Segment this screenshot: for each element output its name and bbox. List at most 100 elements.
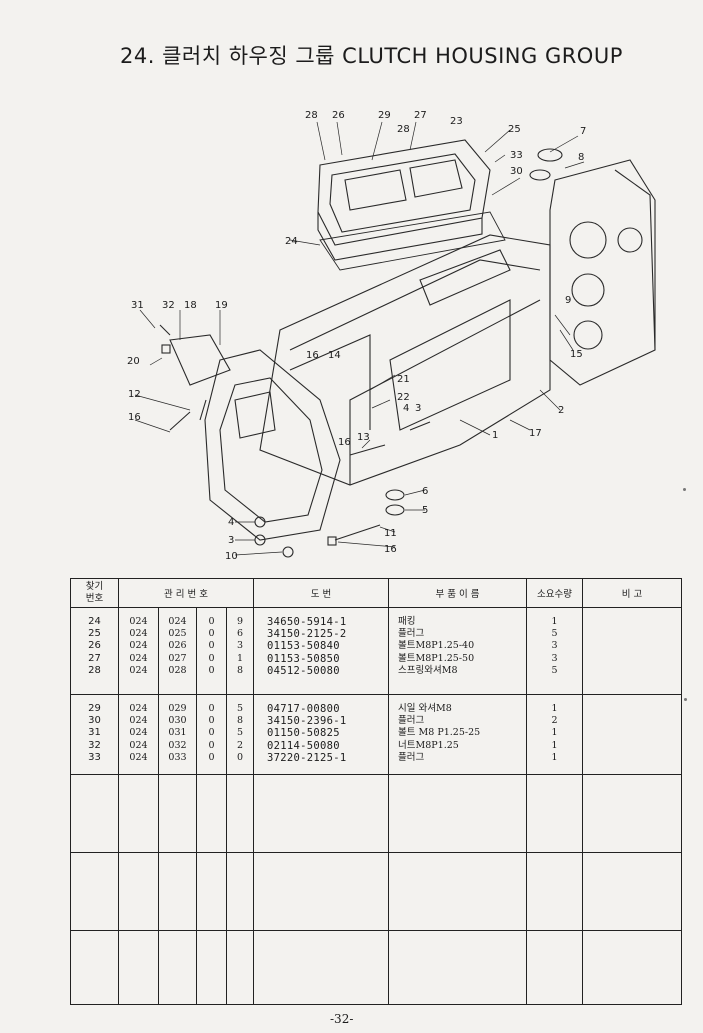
mgmt4-cell: 5 bbox=[236, 727, 244, 739]
rear-plate-drawing bbox=[549, 159, 656, 386]
callout-14: 14 bbox=[328, 350, 341, 361]
exploded-parts-diagram: 28 26 29 27 28 23 25 7 8 33 30 24 31 32 … bbox=[110, 100, 670, 570]
gasket-drawing bbox=[319, 211, 506, 271]
mgmt2-cell: 025 bbox=[168, 628, 187, 640]
callout-11: 11 bbox=[384, 528, 397, 539]
flange-drawing bbox=[204, 349, 341, 541]
callout-15: 15 bbox=[570, 349, 583, 360]
mgmt3-cell: 0 bbox=[208, 715, 215, 727]
ref-cell: 25 bbox=[88, 628, 101, 640]
drawing-no-cell: 01150-50825 bbox=[267, 727, 340, 740]
mgmt4-cell: 6 bbox=[236, 628, 244, 640]
callout-22: 22 bbox=[397, 392, 410, 403]
part-name-cell: 시일 와셔M8 bbox=[398, 703, 452, 714]
remarks-cell bbox=[582, 607, 683, 695]
qty-cell: 5 bbox=[551, 664, 558, 676]
mgmt4-cell: 9 bbox=[236, 616, 244, 627]
table-row-group-2: 29 30 31 32 33 024 024 024 024 024 029 0… bbox=[70, 694, 683, 775]
remarks-cell bbox=[582, 694, 683, 775]
callout-17: 17 bbox=[529, 428, 542, 439]
drawing-no-cell: 34150-2396-1 bbox=[267, 715, 347, 728]
mgmt1-col: 024 024 024 024 024 bbox=[118, 694, 159, 775]
callout-18: 18 bbox=[184, 300, 197, 311]
callout-8: 8 bbox=[578, 152, 584, 163]
mgmt2-cell: 026 bbox=[168, 640, 187, 652]
mgmt1-cell: 024 bbox=[129, 652, 148, 664]
ref-col: 24 25 26 27 28 bbox=[70, 607, 119, 695]
mgmt4-cell: 0 bbox=[236, 751, 244, 763]
table-row-empty bbox=[70, 930, 683, 1005]
callout-20: 20 bbox=[127, 356, 140, 367]
name-col: 시일 와셔M8 플러그 볼트 M8 P1.25-25 너트M8P1.25 플러그 bbox=[388, 694, 528, 775]
callout-23: 23 bbox=[450, 116, 463, 127]
callout-16-b: 16 bbox=[128, 412, 141, 423]
scan-speck bbox=[684, 698, 687, 701]
qty-cell: 1 bbox=[551, 616, 558, 627]
ref-col: 29 30 31 32 33 bbox=[70, 694, 119, 775]
callout-7: 7 bbox=[580, 126, 586, 137]
ref-cell: 27 bbox=[88, 652, 101, 664]
header-part-name: 부 품 이 름 bbox=[388, 578, 528, 608]
drawing-no-cell: 01153-50840 bbox=[267, 640, 340, 653]
callout-19: 19 bbox=[215, 300, 228, 311]
callout-9: 9 bbox=[565, 295, 571, 306]
drawing-col: 34650-5914-1 34150-2125-2 01153-50840 01… bbox=[253, 607, 390, 695]
mgmt1-cell: 024 bbox=[129, 751, 148, 763]
ref-cell: 24 bbox=[88, 616, 101, 627]
qty-cell: 1 bbox=[551, 739, 558, 751]
callout-27: 27 bbox=[414, 110, 427, 121]
mgmt4-cell: 5 bbox=[236, 703, 244, 714]
drawing-no-cell: 37220-2125-1 bbox=[267, 751, 347, 764]
mgmt4-cell: 8 bbox=[236, 715, 244, 727]
mgmt1-cell: 024 bbox=[129, 664, 148, 676]
ref-cell: 29 bbox=[88, 703, 101, 714]
qty-cell: 2 bbox=[551, 715, 558, 727]
housing-drawing bbox=[259, 234, 551, 486]
qty-col: 1 5 3 3 5 bbox=[526, 607, 584, 695]
parts-table: 찾기 번호 관 리 번 호 도 번 부 품 이 름 소요수량 비 고 24 25… bbox=[70, 578, 683, 1005]
mgmt1-cell: 024 bbox=[129, 640, 148, 652]
mgmt4-cell: 1 bbox=[236, 652, 244, 664]
qty-cell: 1 bbox=[551, 727, 558, 739]
scan-speck bbox=[683, 488, 686, 491]
mgmt4-cell: 8 bbox=[236, 664, 244, 676]
qty-cell: 5 bbox=[551, 628, 558, 640]
part-name-cell: 볼트 M8 P1.25-25 bbox=[398, 727, 481, 739]
callout-2: 2 bbox=[558, 405, 564, 416]
callout-6: 6 bbox=[422, 486, 428, 497]
mgmt3-cell: 0 bbox=[208, 628, 215, 640]
part-name-cell: 볼트M8P1.25-40 bbox=[398, 640, 475, 652]
mgmt3-cell: 0 bbox=[208, 652, 215, 664]
header-qty: 소요수량 bbox=[526, 578, 584, 608]
qty-cell: 1 bbox=[551, 751, 558, 763]
callout-10: 10 bbox=[225, 551, 238, 562]
mgmt3-col: 0 0 0 0 0 bbox=[196, 694, 227, 775]
callout-1: 1 bbox=[492, 430, 498, 441]
qty-cell: 3 bbox=[551, 640, 558, 652]
name-col: 패킹 플러그 볼트M8P1.25-40 볼트M8P1.25-50 스프링와셔M8 bbox=[388, 607, 528, 695]
table-header-row: 찾기 번호 관 리 번 호 도 번 부 품 이 름 소요수량 비 고 bbox=[70, 578, 683, 608]
callout-28-top: 28 bbox=[305, 110, 318, 121]
header-mgmt-no: 관 리 번 호 bbox=[117, 578, 255, 608]
part-name-cell: 플러그 bbox=[398, 751, 425, 763]
mgmt2-col: 024 025 026 027 028 bbox=[158, 607, 197, 695]
mgmt3-cell: 0 bbox=[208, 727, 215, 739]
mgmt2-cell: 030 bbox=[168, 715, 187, 727]
drawing-no-cell: 01153-50850 bbox=[267, 652, 340, 665]
drawing-no-cell: 04512-50080 bbox=[267, 664, 340, 677]
mgmt2-col: 029 030 031 032 033 bbox=[158, 694, 197, 775]
mgmt3-cell: 0 bbox=[208, 616, 215, 627]
callout-31: 31 bbox=[131, 300, 144, 311]
callout-4-a: 4 bbox=[403, 403, 409, 414]
callout-32: 32 bbox=[162, 300, 175, 311]
part-name-cell: 너트M8P1.25 bbox=[398, 739, 459, 751]
top-cover-drawing bbox=[317, 139, 491, 261]
part-name-cell: 플러그 bbox=[398, 628, 425, 640]
callout-12: 12 bbox=[128, 389, 141, 400]
mgmt4-col: 5 8 5 2 0 bbox=[225, 694, 255, 775]
header-drawing-no: 도 번 bbox=[253, 578, 390, 608]
mgmt1-cell: 024 bbox=[129, 703, 148, 714]
table-row-group-1: 24 25 26 27 28 024 024 024 024 024 024 0… bbox=[70, 607, 683, 695]
part-name-cell: 플러그 bbox=[398, 715, 425, 727]
mgmt3-cell: 0 bbox=[208, 751, 215, 763]
